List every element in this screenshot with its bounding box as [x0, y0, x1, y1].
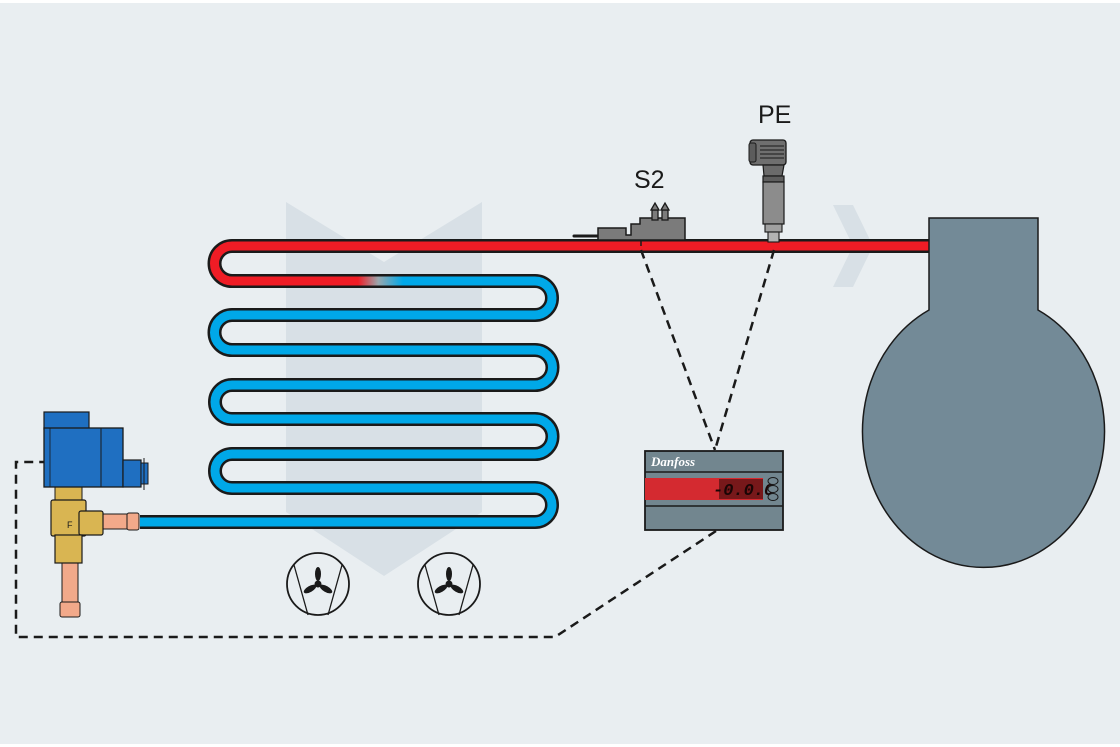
danfoss-logo: Danfoss	[650, 454, 695, 469]
controller-button-up[interactable]	[767, 477, 779, 485]
controller-button-down[interactable]	[767, 493, 779, 501]
superheat-controller[interactable]: Danfoss -0.0.0	[644, 450, 784, 531]
s2-signal-line	[639, 249, 717, 451]
fan-blade-icon	[434, 567, 464, 594]
controller-button-set[interactable]	[767, 485, 779, 493]
controller-buttons[interactable]	[767, 477, 779, 501]
coil-transition-zone	[358, 276, 403, 286]
pe-label: PE	[758, 101, 791, 129]
display-readout: -0.0.0	[713, 482, 774, 501]
evaporator-fan-1	[286, 552, 350, 616]
evaporator-coil-liquid	[140, 276, 557, 527]
s2-temperature-sensor[interactable]	[572, 201, 686, 246]
pe-pressure-transmitter[interactable]	[748, 139, 787, 243]
s2-label: S2	[634, 166, 665, 194]
signal-wiring	[14, 249, 776, 639]
expansion-valve[interactable]: F	[43, 411, 149, 618]
diagram-canvas: S2 PE Danfoss -0.0.0	[0, 3, 1120, 744]
fan-blade-icon	[303, 567, 333, 594]
evaporator-coil	[140, 239, 560, 529]
solenoid-coil	[43, 411, 149, 490]
evaporator-coil-superheated	[210, 241, 560, 286]
refrigeration-diagram: S2 PE Danfoss -0.0.0	[14, 101, 1106, 639]
svg-text:F: F	[67, 520, 73, 530]
pe-signal-line	[713, 249, 776, 451]
valve-control-line	[14, 460, 717, 639]
evaporator-fan-2	[417, 552, 481, 616]
compressor	[861, 217, 1106, 569]
